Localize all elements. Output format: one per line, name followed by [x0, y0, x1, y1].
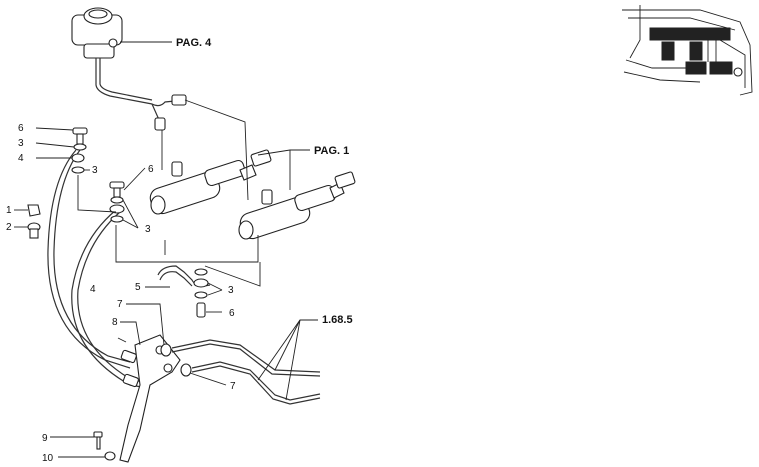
fitting-7a: [160, 343, 172, 357]
master-cylinder-upper: [149, 149, 272, 215]
clip-1: [27, 204, 41, 217]
location-thumbnail: [622, 5, 753, 96]
fluid-reservoir: [71, 7, 187, 131]
callout-9: 9: [42, 433, 48, 444]
callout-3: 3: [18, 138, 24, 149]
pipes-to-1-68-5: [171, 339, 321, 405]
callout-3: 3: [228, 285, 234, 296]
reference-pag-1: PAG. 1: [314, 145, 349, 157]
washer-3b: [71, 166, 85, 174]
nut-10: [104, 451, 116, 461]
screw-9: [93, 431, 103, 450]
callout-4: 4: [18, 153, 24, 164]
callout-6: 6: [18, 123, 24, 134]
callout-6: 6: [229, 308, 235, 319]
reference-1-68-5: 1.68.5: [322, 314, 353, 326]
callout-3: 3: [92, 165, 98, 176]
union-nut: [71, 153, 85, 163]
bolt-6-lower: [196, 302, 206, 318]
callout-3: 3: [145, 224, 151, 235]
callout-4: 4: [90, 284, 96, 295]
callout-7: 7: [230, 381, 236, 392]
callout-7: 7: [117, 299, 123, 310]
callout-6: 6: [148, 164, 154, 175]
callout-5: 5: [135, 282, 141, 293]
brake-pipes: [47, 149, 151, 389]
washer-3a: [73, 143, 87, 151]
callout-8: 8: [112, 317, 118, 328]
bolt-6-middle: [109, 181, 125, 198]
fitting-7b: [180, 363, 192, 377]
callout-10: 10: [42, 453, 54, 464]
reference-pag-4: PAG. 4: [176, 37, 212, 49]
grommet-2: [27, 222, 41, 239]
callout-1: 1: [6, 205, 12, 216]
master-cylinder-lower: [238, 171, 356, 240]
callout-2: 2: [6, 222, 12, 233]
bolt-6-upper: [72, 127, 88, 145]
